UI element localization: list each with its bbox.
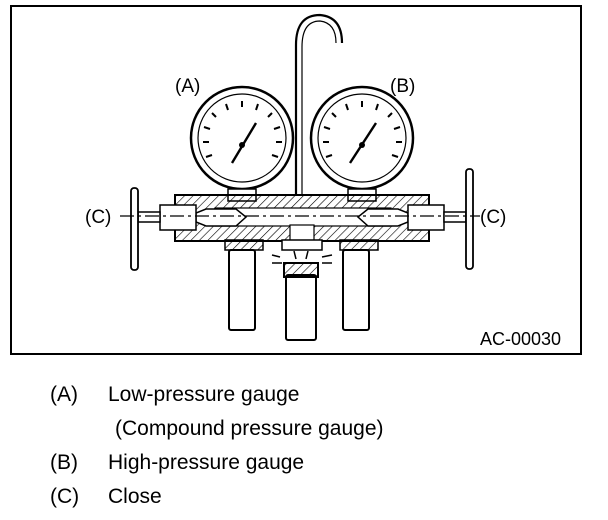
label-b: (B) <box>390 76 415 97</box>
legend-key: (B) <box>50 451 78 474</box>
low-pressure-gauge <box>189 85 295 202</box>
figure-id: AC-00030 <box>480 329 561 349</box>
hook-tube <box>294 13 344 195</box>
legend-row-a: (A) Low-pressure gauge <box>50 380 590 414</box>
legend-sub: (Compound pressure gauge) <box>115 417 384 440</box>
hoses <box>228 249 370 341</box>
legend-key: (C) <box>50 485 80 508</box>
spray-marks <box>271 250 333 264</box>
legend-desc: High-pressure gauge <box>108 451 305 474</box>
legend-key: (A) <box>50 383 78 406</box>
right-valve <box>356 168 474 270</box>
manifold-gauge-diagram: (A) (B) (C) (C) AC-00030 <box>10 5 582 355</box>
legend-row-b: (B) High-pressure gauge <box>50 448 590 482</box>
label-c-right: (C) <box>480 207 506 228</box>
legend-desc: Low-pressure gauge <box>108 383 300 406</box>
legend-desc: Close <box>108 485 162 508</box>
left-valve <box>130 187 248 271</box>
label-c-left: (C) <box>85 207 111 228</box>
legend: (A) Low-pressure gauge (Compound pressur… <box>50 380 590 516</box>
legend-row-c: (C) Close <box>50 482 590 516</box>
label-a: (A) <box>175 76 200 97</box>
high-pressure-gauge <box>309 85 415 202</box>
legend-row-a-sub: (Compound pressure gauge) <box>50 414 590 448</box>
